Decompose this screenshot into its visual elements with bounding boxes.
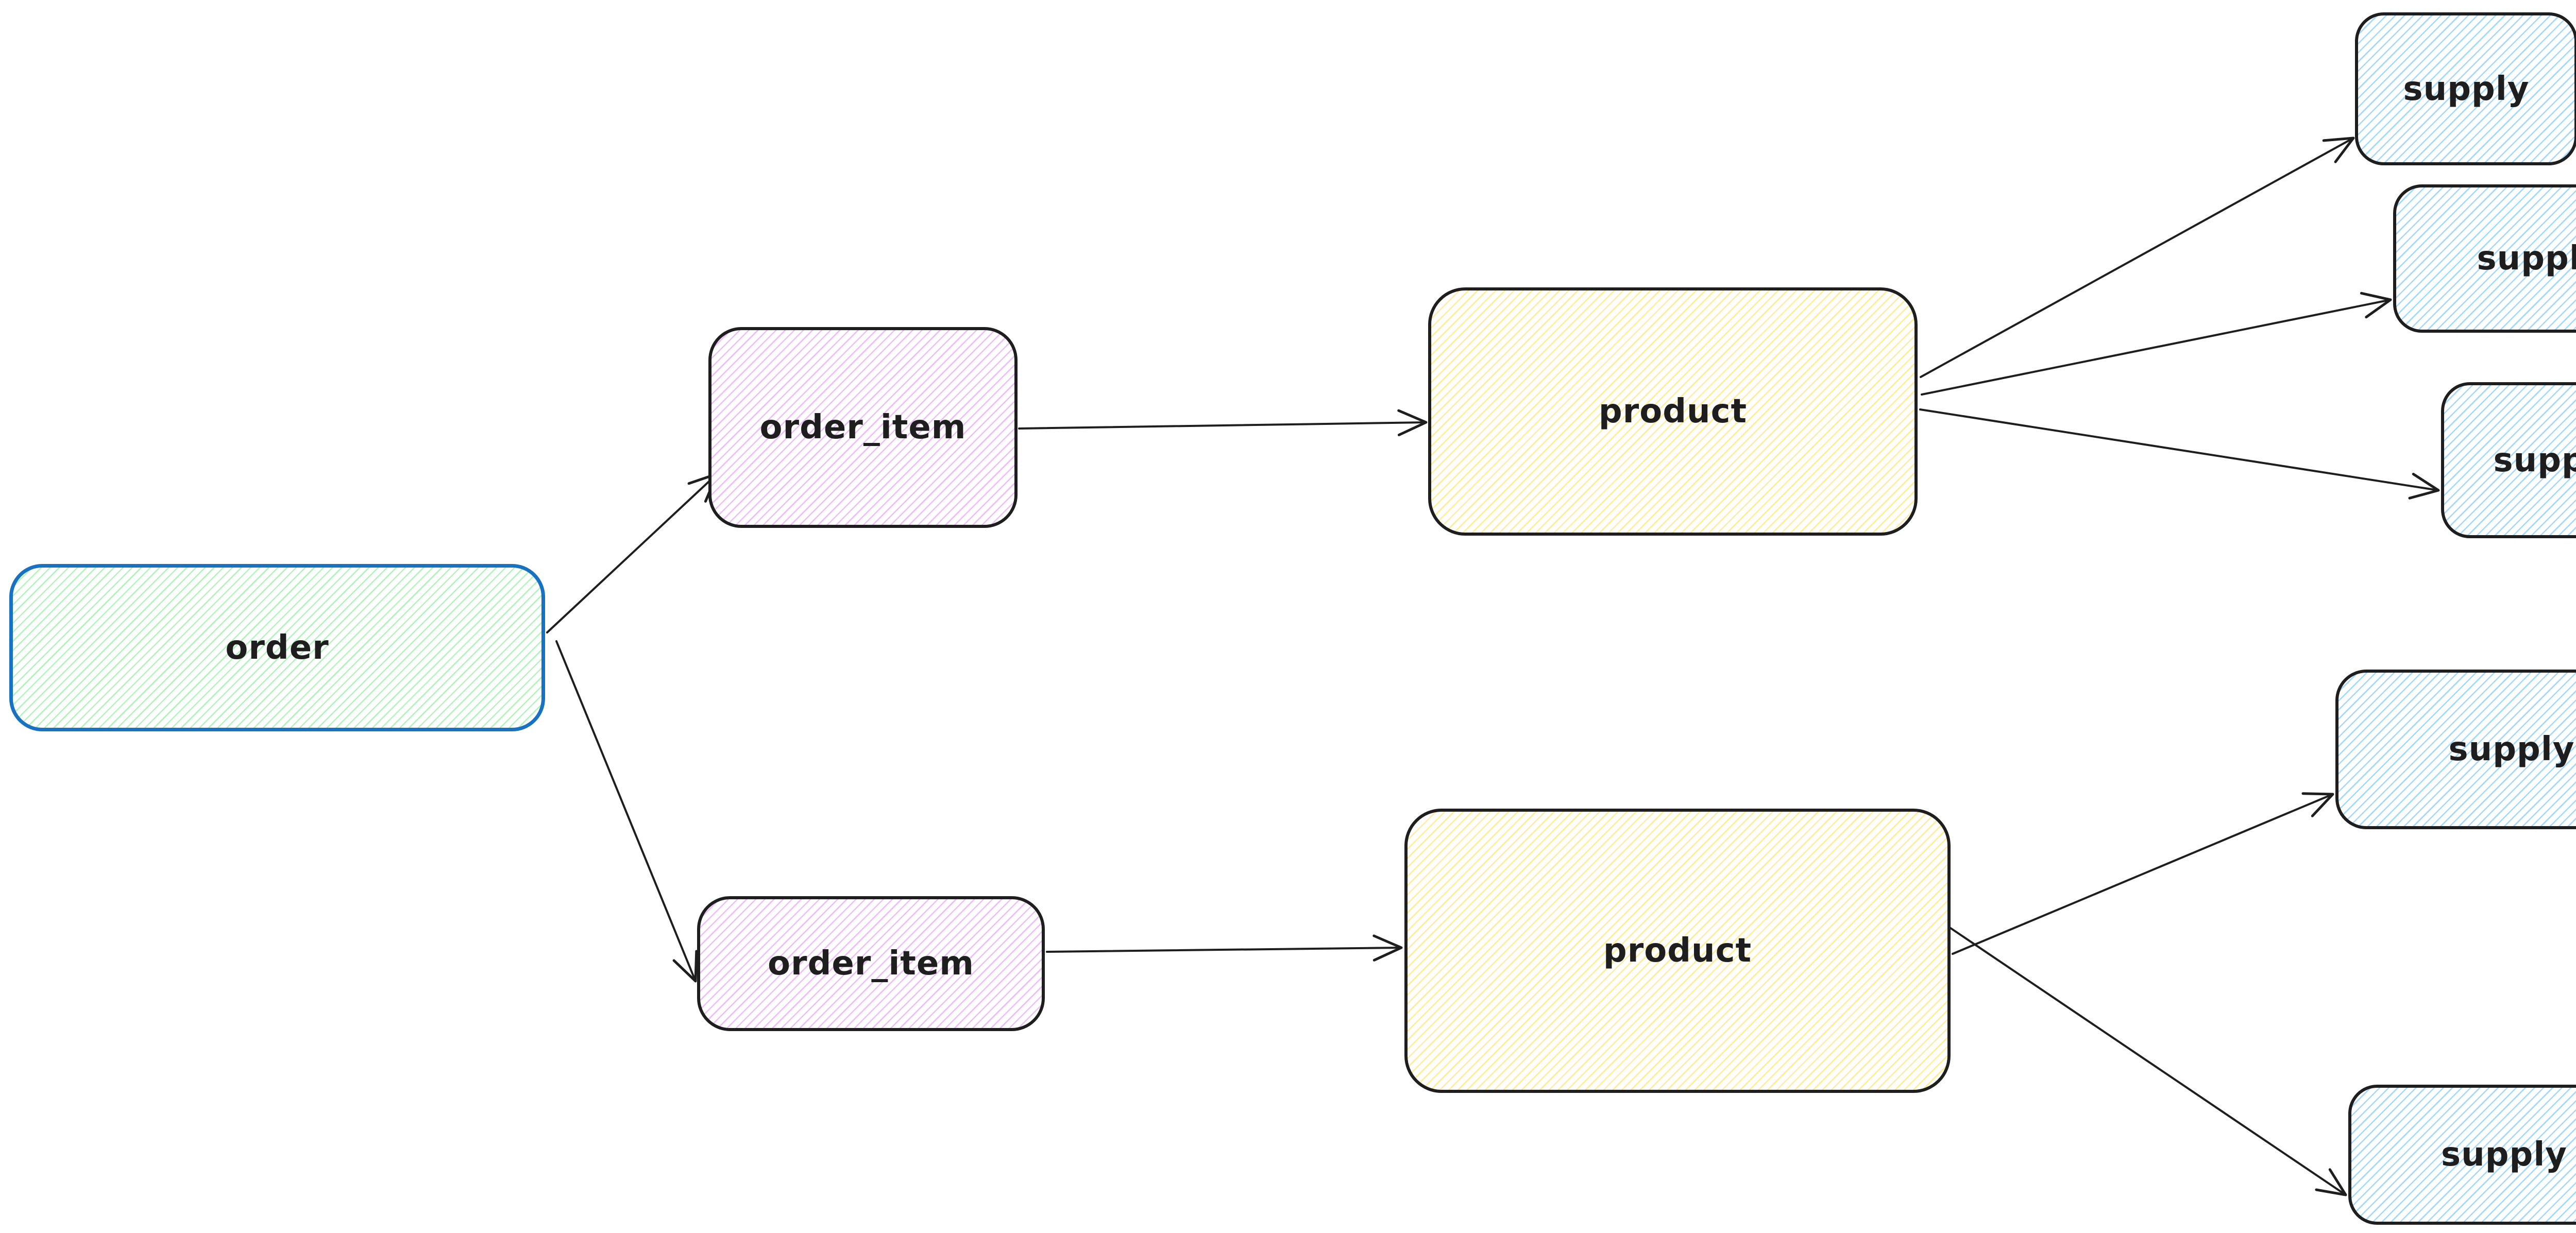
arrowhead-icon (2360, 292, 2392, 319)
edge-arrow-product_2-to-supply_4[interactable] (1952, 792, 2334, 955)
edge-arrow-product_1-to-supply_2[interactable] (1921, 292, 2392, 396)
edge-arrow-product_2-to-supply_5[interactable] (1950, 927, 2347, 1196)
arrowhead-icon (672, 950, 698, 983)
edge-arrow-product_1-to-supply_1[interactable] (1920, 136, 2355, 378)
node-supply-5[interactable]: supply (2348, 1085, 2576, 1225)
arrowhead-icon (2315, 1168, 2347, 1196)
node-supply-2[interactable]: supply (2393, 184, 2576, 333)
node-supply-5-label: supply (2441, 1136, 2567, 1174)
arrowhead-icon (1397, 409, 1428, 436)
arrowhead-icon (2408, 473, 2440, 500)
edge-arrow-product_1-to-supply_3[interactable] (1919, 408, 2440, 500)
node-product-2[interactable]: product (1404, 809, 1951, 1093)
node-product-1-label: product (1598, 392, 1748, 431)
node-supply-4-label: supply (2448, 730, 2575, 768)
arrowhead-icon (2301, 792, 2334, 817)
node-supply-3[interactable]: supply (2441, 382, 2576, 538)
edge-arrow-order_item_1-to-product_1[interactable] (1018, 409, 1428, 436)
node-order-item-1-label: order_item (759, 408, 967, 447)
node-supply-1[interactable]: supply (2355, 12, 2576, 165)
arrowhead-icon (2322, 136, 2355, 163)
edge-arrow-order-to-order_item_2[interactable] (555, 640, 698, 983)
node-order[interactable]: order (9, 564, 545, 731)
arrowhead-icon (1372, 934, 1403, 962)
node-supply-4[interactable]: supply (2335, 670, 2576, 829)
node-order-item-2-label: order_item (768, 945, 974, 983)
node-product-2-label: product (1603, 932, 1752, 970)
node-order-item-1[interactable]: order_item (708, 327, 1018, 528)
node-order-item-2[interactable]: order_item (697, 896, 1045, 1031)
node-product-1[interactable]: product (1428, 287, 1918, 536)
node-order-label: order (225, 628, 329, 667)
edge-arrow-order-to-order_item_1[interactable] (546, 472, 719, 633)
edge-arrow-order_item_2-to-product_2[interactable] (1046, 934, 1403, 962)
node-supply-1-label: supply (2403, 70, 2530, 108)
node-supply-2-label: supply (2477, 239, 2576, 278)
node-supply-3-label: supply (2493, 441, 2576, 480)
